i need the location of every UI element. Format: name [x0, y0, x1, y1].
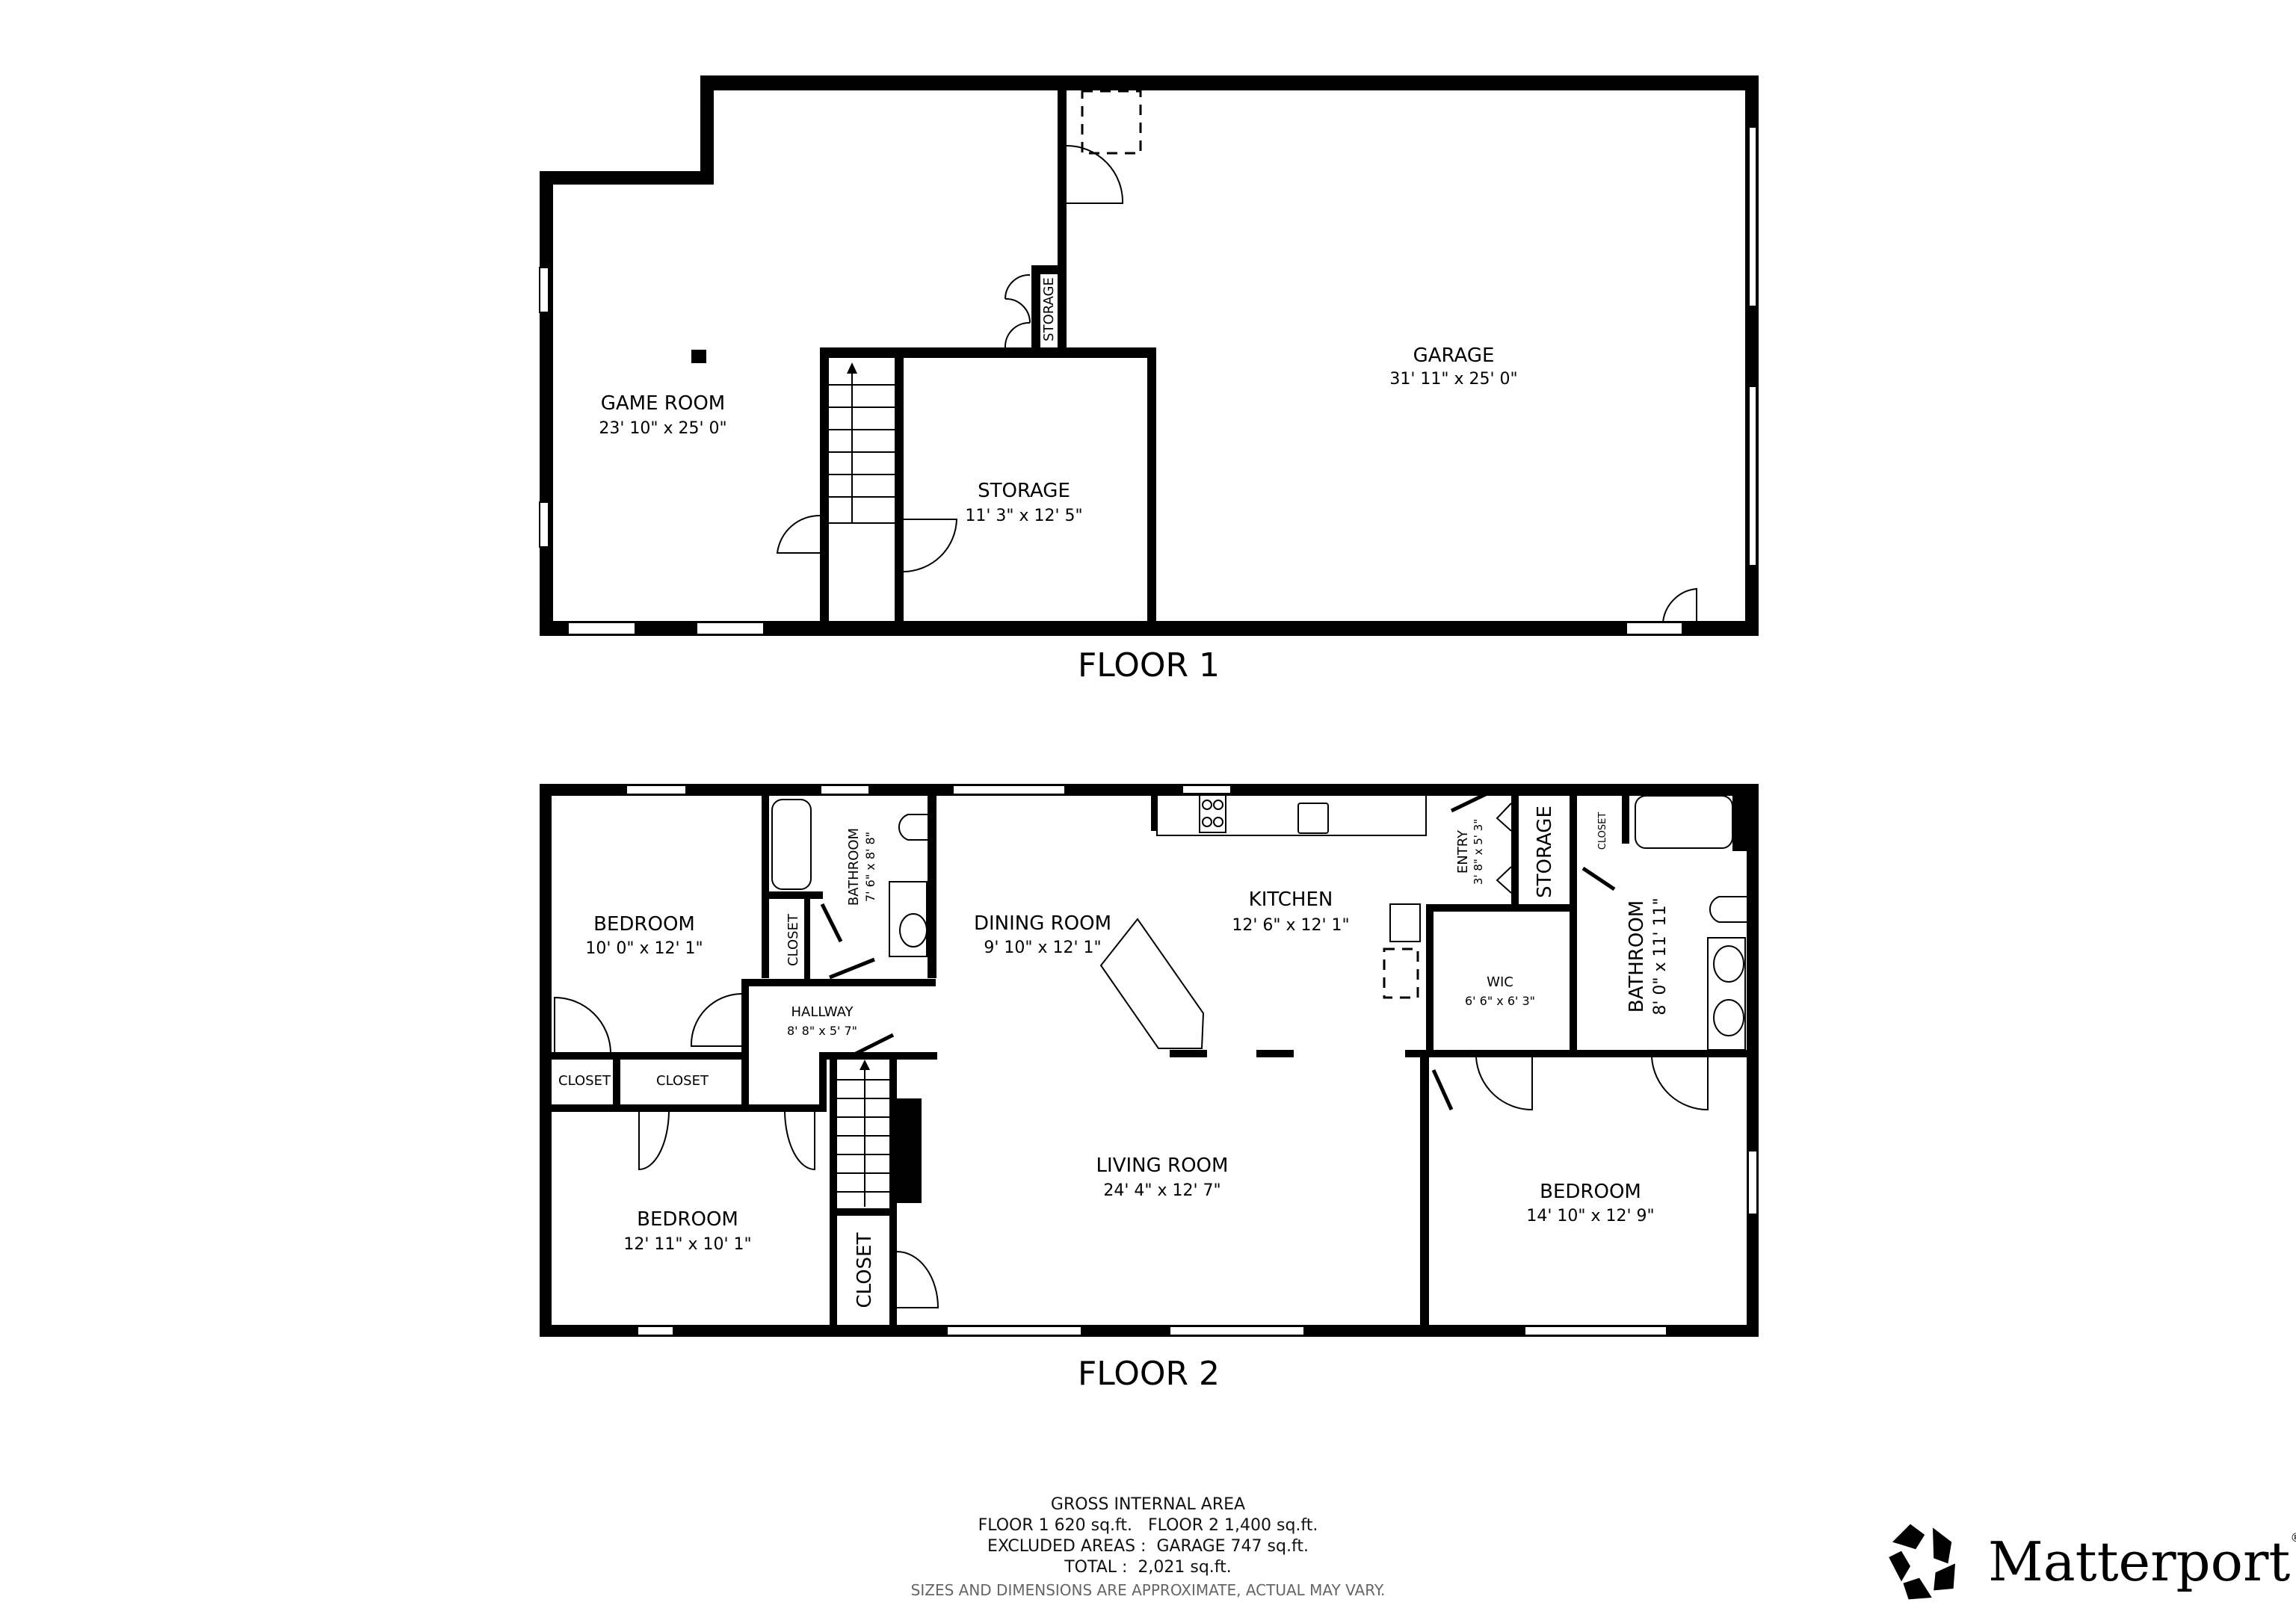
room-name: BATHROOM: [846, 828, 862, 906]
stairs-icon: [829, 362, 895, 524]
attic-hatch-icon: [1383, 947, 1419, 999]
summary-total: TOTAL : 2,021 sq.ft.: [1064, 1558, 1232, 1577]
door-swing-icon: [638, 1111, 670, 1171]
matterport-pentagon-icon: [1889, 1524, 1955, 1600]
room-dimensions: 10' 0" x 12' 1": [585, 939, 703, 958]
summary-heading: GROSS INTERNAL AREA: [1050, 1495, 1246, 1514]
kitchen-sink-icon: [1297, 803, 1329, 834]
stove-icon: [1199, 794, 1226, 833]
floor-2-plan: BEDROOM 10' 0" x 12' 1" BATHROOM 7' 6" x…: [540, 784, 1759, 1393]
room-dimensions: 3' 8" x 5' 3": [1472, 819, 1485, 885]
room-dimensions: 6' 6" x 6' 3": [1465, 994, 1535, 1008]
room-dimensions: 23' 10" x 25' 0": [599, 419, 726, 438]
door-swing-icon: [896, 1251, 939, 1308]
attic-hatch-icon: [1081, 90, 1142, 155]
bifold-door-icon: [1496, 803, 1512, 894]
room-name: ENTRY: [1455, 829, 1471, 874]
room-dimensions: 9' 10" x 12' 1": [984, 939, 1101, 957]
vanity-icon: [1707, 937, 1746, 1051]
room-name: BATHROOM: [1626, 900, 1648, 1013]
room-name: CLOSET: [1597, 812, 1608, 850]
room-name: LIVING ROOM: [1096, 1154, 1229, 1177]
door-swing-icon: [903, 519, 958, 572]
door-swing-icon: [776, 514, 821, 554]
floor-1-title: FLOOR 1: [1078, 646, 1220, 684]
room-name: KITCHEN: [1249, 888, 1333, 911]
room-dimensions: 12' 11" x 10' 1": [623, 1235, 751, 1254]
room-dimensions: 12' 6" x 12' 1": [1232, 916, 1349, 935]
room-name: CLOSET: [656, 1073, 709, 1089]
room-name: CLOSET: [786, 913, 801, 966]
room-dimensions: 31' 11" x 25' 0": [1389, 370, 1517, 389]
area-summary: GROSS INTERNAL AREA FLOOR 1 620 sq.ft. F…: [0, 1494, 2296, 1599]
stairs-icon: [837, 1060, 889, 1207]
room-dimensions: 7' 6" x 8' 8": [863, 832, 877, 902]
kitchen-island-icon: [1099, 918, 1205, 1049]
matterport-logo: Matterport®: [1883, 1517, 2296, 1607]
room-name: CLOSET: [854, 1232, 876, 1308]
door-swing-icon: [1651, 1057, 1709, 1111]
room-name: HALLWAY: [791, 1004, 854, 1020]
fireplace-icon: [897, 1098, 922, 1203]
bathtub-icon: [771, 799, 812, 890]
floor-1-plan: GAME ROOM 23' 10" x 25' 0" STORAGE 11' 3…: [539, 75, 1759, 684]
sink-icon: [899, 913, 928, 947]
sink-icon: [1713, 999, 1744, 1036]
brand-name: Matterport®: [1988, 1530, 2296, 1593]
double-door-icon: [1004, 273, 1031, 348]
room-name: STORAGE: [978, 480, 1070, 502]
room-name: GAME ROOM: [601, 392, 726, 415]
countertop-icon: [1156, 793, 1427, 836]
toilet-icon: [898, 814, 929, 841]
door-swing-icon: [1475, 1057, 1533, 1111]
room-name: WIC: [1487, 974, 1513, 990]
door-swing-icon: [554, 996, 611, 1053]
summary-excluded-areas: EXCLUDED AREAS : GARAGE 747 sq.ft.: [987, 1537, 1309, 1556]
room-name: BEDROOM: [1540, 1181, 1641, 1203]
room-name: CLOSET: [558, 1073, 611, 1089]
room-name: BEDROOM: [637, 1208, 738, 1231]
bathtub-icon: [1635, 795, 1733, 849]
floor-2-title: FLOOR 2: [1078, 1355, 1220, 1393]
door-swing-icon: [1662, 587, 1697, 623]
column-icon: [691, 350, 706, 363]
room-name: GARAGE: [1413, 344, 1495, 367]
door-swing-icon: [1066, 145, 1124, 204]
room-dimensions: 8' 8" x 5' 7": [787, 1024, 857, 1038]
room-name: STORAGE: [1534, 806, 1556, 898]
door-swing-icon: [690, 993, 742, 1047]
room-name: DINING ROOM: [974, 912, 1111, 935]
room-dimensions: 24' 4" x 12' 7": [1103, 1181, 1220, 1200]
sink-icon: [1713, 945, 1744, 983]
summary-floor-areas: FLOOR 1 620 sq.ft. FLOOR 2 1,400 sq.ft.: [978, 1516, 1318, 1535]
room-dimensions: 14' 10" x 12' 9": [1526, 1207, 1654, 1225]
room-dimensions: 11' 3" x 12' 5": [965, 507, 1082, 525]
sink-icon: [889, 881, 928, 957]
door-swing-icon: [784, 1111, 815, 1171]
toilet-icon: [1709, 896, 1747, 923]
room-name: STORAGE: [1041, 277, 1057, 341]
disclaimer: SIZES AND DIMENSIONS ARE APPROXIMATE, AC…: [910, 1581, 1386, 1599]
refrigerator-icon: [1389, 903, 1421, 942]
room-dimensions: 8' 0" x 11' 11": [1651, 897, 1670, 1015]
room-name: BEDROOM: [593, 913, 695, 936]
